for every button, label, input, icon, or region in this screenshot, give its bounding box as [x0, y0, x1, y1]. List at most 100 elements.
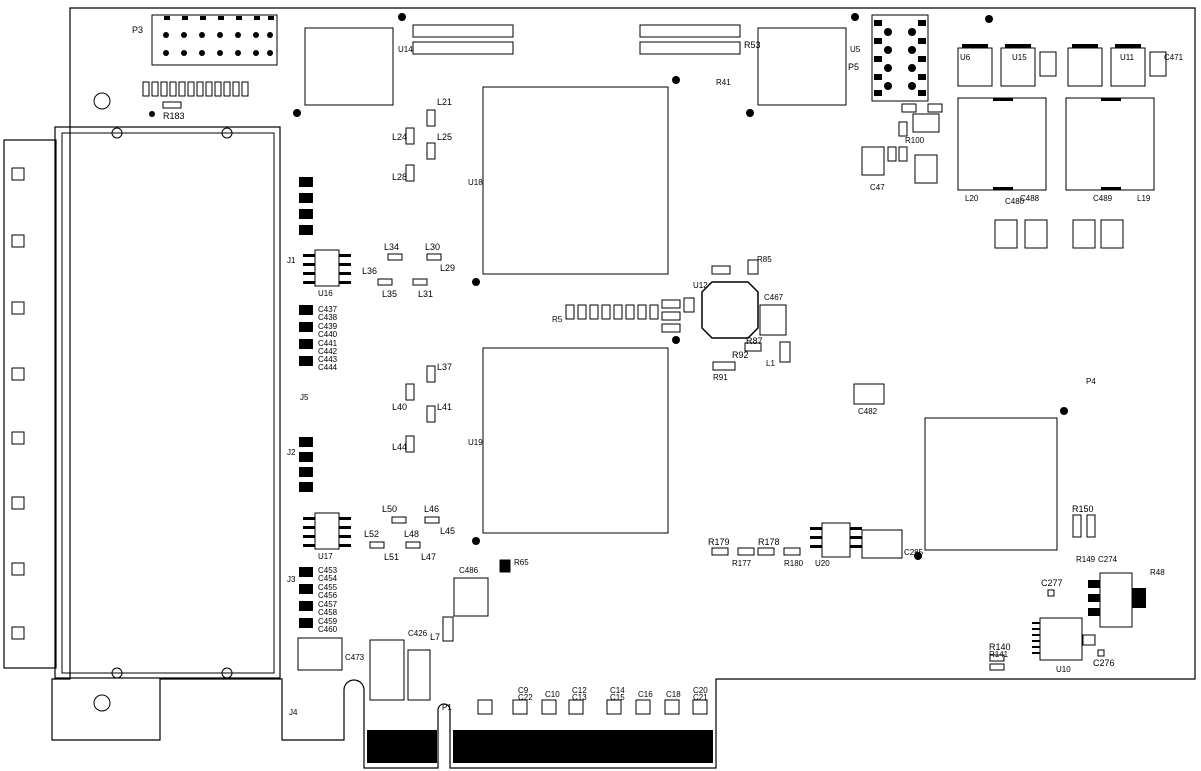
label-c439: C439 — [318, 322, 338, 331]
label-r178: R178 — [758, 537, 780, 547]
chip-u14 — [304, 27, 394, 106]
label-l19: L19 — [1137, 194, 1151, 203]
label-c18: C18 — [666, 690, 681, 699]
label-c437: C437 — [318, 305, 338, 314]
label-l37: L37 — [437, 362, 452, 372]
label-c459: C459 — [318, 617, 338, 626]
label-r183: R183 — [163, 111, 185, 121]
chip-u18 — [482, 86, 669, 275]
label-r180: R180 — [784, 559, 804, 568]
label-r91: R91 — [713, 373, 728, 382]
label-c47: C47 — [870, 183, 885, 192]
label-u15: U15 — [1012, 53, 1027, 62]
label-j1: J1 — [287, 256, 296, 265]
label-l34: L34 — [384, 242, 399, 252]
label-u19: U19 — [468, 438, 483, 447]
mounting-hole — [93, 92, 111, 110]
label-c480: C480 — [1005, 197, 1025, 206]
label-r87: R87 — [746, 336, 763, 346]
label-j2: J2 — [287, 448, 296, 457]
label-c16: C16 — [638, 690, 653, 699]
chip-u10 — [1032, 617, 1083, 661]
label-l48: L48 — [404, 529, 419, 539]
label-r150: R150 — [1072, 504, 1094, 514]
header-p5 — [871, 14, 929, 102]
label-l29: L29 — [440, 263, 455, 273]
label-c15: C15 — [610, 693, 625, 702]
resistor-array — [142, 81, 249, 109]
chip-u12 — [661, 259, 791, 371]
label-u17: U17 — [318, 552, 333, 561]
label-c453: C453 — [318, 566, 338, 575]
label-c441: C441 — [318, 339, 338, 348]
chip-u17 — [303, 512, 351, 550]
label-c456: C456 — [318, 591, 338, 600]
chip-u19 — [482, 347, 669, 534]
label-c10: C10 — [545, 690, 560, 699]
inductor-group — [369, 109, 442, 549]
label-c22: C22 — [518, 693, 533, 702]
label-r149: R149 — [1076, 555, 1096, 564]
mounting-hole — [93, 694, 111, 712]
label-l28: L28 — [392, 172, 407, 182]
chip-p4 — [924, 417, 1058, 551]
label-c471: C471 — [1164, 53, 1184, 62]
label-c12: C12 — [572, 686, 587, 695]
label-r5: R5 — [552, 315, 563, 324]
label-p1: P1 — [442, 703, 452, 712]
label-l36: L36 — [362, 266, 377, 276]
label-r53: R53 — [744, 40, 761, 50]
label-l52: L52 — [364, 529, 379, 539]
label-r85: R85 — [757, 255, 772, 264]
label-l35: L35 — [382, 289, 397, 299]
pcie-edge-connector — [367, 730, 713, 763]
label-c13: C13 — [572, 693, 587, 702]
label-c442: C442 — [318, 347, 338, 356]
label-r41: R41 — [716, 78, 731, 87]
label-u5: U5 — [850, 45, 861, 54]
label-r140: R140 — [989, 642, 1011, 652]
label-c276: C276 — [1093, 658, 1115, 668]
resistor-bank — [412, 24, 741, 55]
label-l46: L46 — [424, 504, 439, 514]
chip-u5 — [757, 27, 847, 106]
label-c20: C20 — [693, 686, 708, 695]
label-c426: C426 — [408, 629, 428, 638]
label-c460: C460 — [318, 625, 338, 634]
label-l41: L41 — [437, 402, 452, 412]
label-l45: L45 — [440, 526, 455, 536]
label-c443: C443 — [318, 355, 338, 364]
label-r141: R141 — [989, 650, 1009, 659]
label-l25: L25 — [437, 132, 452, 142]
label-p5: P5 — [848, 62, 859, 72]
label-c438: C438 — [318, 313, 338, 322]
label-c277: C277 — [1041, 578, 1063, 588]
power-section — [861, 47, 1167, 249]
chip-u16 — [303, 249, 351, 287]
label-c9: C9 — [518, 686, 529, 695]
label-r92: R92 — [732, 350, 749, 360]
label-j5: J5 — [300, 393, 309, 402]
label-r179: R179 — [708, 537, 730, 547]
label-u11: U11 — [1120, 53, 1135, 62]
label-r100: R100 — [905, 136, 925, 145]
label-p4: P4 — [1086, 377, 1096, 386]
label-l44: L44 — [392, 442, 407, 452]
label-l47: L47 — [421, 552, 436, 562]
label-u18: U18 — [468, 178, 483, 187]
label-l20: L20 — [965, 194, 979, 203]
label-u14: U14 — [398, 45, 413, 54]
label-u12: U12 — [693, 281, 708, 290]
label-l7: L7 — [430, 632, 440, 642]
label-u6: U6 — [960, 53, 971, 62]
label-l21: L21 — [437, 97, 452, 107]
label-u16: U16 — [318, 289, 333, 298]
label-c440: C440 — [318, 330, 338, 339]
label-j3: J3 — [287, 575, 296, 584]
label-l31: L31 — [418, 289, 433, 299]
label-c489: C489 — [1093, 194, 1113, 203]
label-l51: L51 — [384, 552, 399, 562]
label-c444: C444 — [318, 363, 338, 372]
board-outline — [51, 7, 1196, 769]
